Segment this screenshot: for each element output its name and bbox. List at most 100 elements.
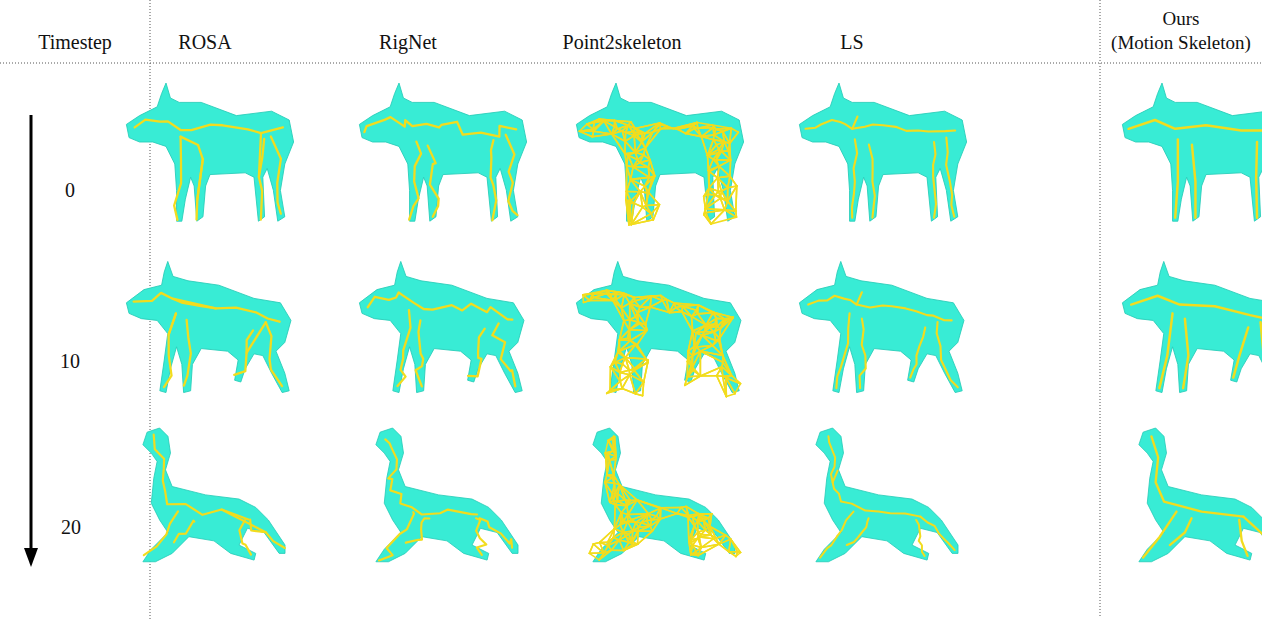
skeleton-bone (635, 152, 637, 159)
skeleton-bone (164, 313, 176, 387)
skeleton-bone (607, 474, 613, 476)
skeleton-bone (662, 300, 669, 312)
column-header: LS (840, 30, 863, 54)
skeleton-bone (622, 358, 625, 364)
skeleton-bone (625, 154, 627, 166)
skeleton-bone (634, 136, 642, 143)
skeleton-bone (630, 340, 637, 344)
skeleton-bone (610, 388, 622, 390)
skeleton-bone (691, 554, 698, 556)
skeleton-bone (613, 475, 615, 483)
skeleton-bone (698, 127, 713, 129)
skeleton-bone (607, 529, 614, 542)
skeleton-bone (716, 339, 719, 341)
skeleton-bone (713, 340, 719, 346)
skeleton-bone (633, 531, 638, 542)
skeleton-bone (700, 375, 716, 377)
skeleton-bone (693, 538, 698, 545)
skeleton-bone (621, 506, 627, 513)
skeleton-bone (618, 501, 627, 505)
skeleton-bone (632, 531, 638, 541)
skeleton-bone (708, 170, 710, 188)
skeleton-bone (614, 121, 616, 127)
skeleton-bone (625, 358, 646, 359)
skeleton-bone (607, 529, 614, 542)
skeleton-bone (687, 351, 689, 358)
skeleton-bone (583, 295, 590, 301)
skeleton-bone (631, 220, 653, 225)
skeleton-bone (718, 166, 719, 177)
skeleton-bone (700, 351, 702, 376)
skeleton-bone (698, 125, 713, 128)
skeleton-bone (607, 388, 622, 393)
skeleton-bone (828, 436, 920, 516)
skeleton-bone (614, 529, 623, 532)
skeleton-bone (698, 305, 714, 312)
skeleton-bone (637, 134, 642, 135)
skeleton-bone (612, 436, 614, 439)
skeleton (579, 119, 738, 225)
skeleton-bone (599, 550, 611, 560)
skeleton-bone (266, 322, 282, 386)
skeleton-bone (604, 120, 615, 122)
skeleton-bone (660, 514, 677, 520)
skeleton-bone (725, 201, 728, 210)
skeleton-bone (583, 293, 593, 296)
skeleton-bone (709, 172, 717, 178)
skeleton-bone (144, 511, 178, 555)
skeleton-bone (697, 305, 699, 314)
skeleton-bone (169, 313, 176, 334)
skeleton-bone (625, 141, 635, 152)
skeleton-bone (697, 347, 701, 351)
skeleton-bone (648, 508, 660, 513)
skeleton-bone (698, 313, 713, 314)
skeleton-bone (379, 512, 414, 560)
skeleton-bone (706, 323, 715, 326)
skeleton (583, 290, 741, 396)
skeleton-bone (618, 500, 626, 501)
skeleton-bone (651, 296, 662, 300)
skeleton-bone (587, 123, 594, 125)
skeleton-bone (642, 133, 645, 141)
skeleton-bone (605, 451, 613, 453)
skeleton-bone (725, 319, 727, 320)
skeleton-bone (724, 142, 728, 151)
skeleton-bone (699, 514, 708, 518)
skeleton-bone (708, 172, 710, 188)
skeleton-bone (633, 543, 638, 545)
skeleton-bone (592, 134, 611, 137)
skeleton-bone (599, 550, 611, 560)
skeleton-bone (728, 176, 730, 188)
arrow-shaft (30, 115, 33, 552)
skeleton-bone (705, 198, 720, 208)
skeleton-bone (618, 292, 624, 294)
skeleton-bone (706, 213, 711, 224)
column-header: Point2skeleton (563, 30, 682, 54)
skeleton-bone (604, 550, 611, 553)
skeleton-bone (599, 119, 614, 121)
skeleton-bone (618, 340, 620, 352)
skeleton-bone (720, 317, 734, 338)
skeleton-bone (617, 494, 619, 501)
skeleton-bone (869, 145, 875, 218)
skeleton-bone (593, 542, 599, 544)
skeleton-bone (726, 378, 735, 394)
skeleton-bone (673, 122, 697, 128)
moose-mesh (126, 261, 291, 392)
skeleton-bone (698, 305, 714, 312)
skeleton-bone (709, 188, 716, 195)
skeleton-bone (701, 135, 714, 137)
skeleton-bone (701, 137, 707, 156)
skeleton-bone (700, 345, 712, 351)
skeleton-bone (271, 137, 281, 214)
skeleton-bone (640, 192, 642, 207)
skeleton-bone (691, 316, 706, 325)
skeleton-bone (721, 142, 724, 152)
skeleton-bone (624, 544, 638, 550)
skeleton-bone (650, 296, 651, 307)
skeleton-bone (723, 375, 732, 377)
skeleton-bone (706, 318, 716, 325)
skeleton-bone (626, 166, 628, 192)
skeleton (379, 439, 512, 560)
